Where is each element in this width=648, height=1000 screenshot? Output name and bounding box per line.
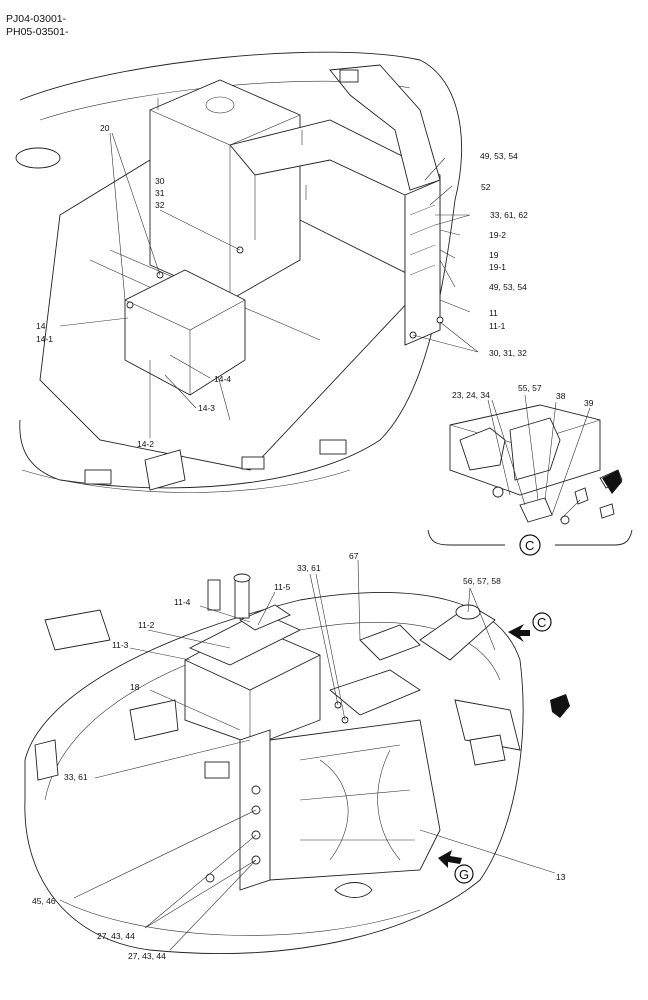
callout-11-3: 11-3 [112,640,129,650]
callout-45-46: 45, 46 [32,896,56,906]
callout-32: 32 [155,200,165,210]
detail-view-c-letter: C [525,538,534,553]
callout-33-61-a: 33, 61 [297,563,321,573]
callout-19-2: 19-2 [489,230,506,240]
callout-11-2: 11-2 [138,620,155,630]
callout-33-61-b: 33, 61 [64,772,88,782]
callout-49-53-54-a: 49, 53, 54 [480,151,518,161]
callout-11: 11 [489,308,498,318]
detail-leader-lines [487,394,591,516]
callout-14-3: 14-3 [198,403,215,413]
callout-13: 13 [556,872,566,882]
view-arrow-g: G [438,850,474,884]
callout-30-31-32: 30, 31, 32 [489,348,527,358]
callout-14-1: 14-1 [36,334,53,344]
top-assembly-drawing [15,51,463,493]
arrow-c-letter: C [537,615,546,630]
callout-39: 39 [584,398,594,408]
serial-range-1: PJ04-03001- [6,13,67,25]
callout-19: 19 [489,250,499,260]
callout-14: 14 [36,321,46,331]
callout-11-4: 11-4 [174,597,191,607]
callout-18: 18 [130,682,140,692]
bottom-leader-lines [73,559,556,951]
callout-67: 67 [349,551,359,561]
callout-30: 30 [155,176,165,186]
reference-arrow-icon-detail [602,470,622,494]
callout-56-57-58: 56, 57, 58 [463,576,501,586]
view-arrow-c: C [508,612,552,642]
arrow-g-letter: G [459,867,469,882]
top-leader-lines [59,132,479,438]
callout-27-43-44-a: 27, 43, 44 [97,931,135,941]
callout-55-57: 55, 57 [518,383,542,393]
bottom-assembly-drawing [24,573,524,954]
callout-27-43-44-b: 27, 43, 44 [128,951,166,961]
callout-11-5: 11-5 [274,582,291,592]
callout-14-4: 14-4 [214,374,231,384]
callout-11-1: 11-1 [489,321,506,331]
callout-14-2: 14-2 [137,439,154,449]
callout-20: 20 [100,123,110,133]
callout-33-61-62: 33, 61, 62 [490,210,528,220]
callout-19-1: 19-1 [489,262,506,272]
callout-52: 52 [481,182,491,192]
callout-31: 31 [155,188,165,198]
detail-view-c: C [427,404,633,556]
serial-range-2: PH05-03501- [6,26,69,38]
callout-38: 38 [556,391,566,401]
callout-23-24-34: 23, 24, 34 [452,390,490,400]
detail-view-c-marker [519,534,541,556]
callout-49-53-54-b: 49, 53, 54 [489,282,527,292]
reference-arrow-icon [550,694,570,718]
